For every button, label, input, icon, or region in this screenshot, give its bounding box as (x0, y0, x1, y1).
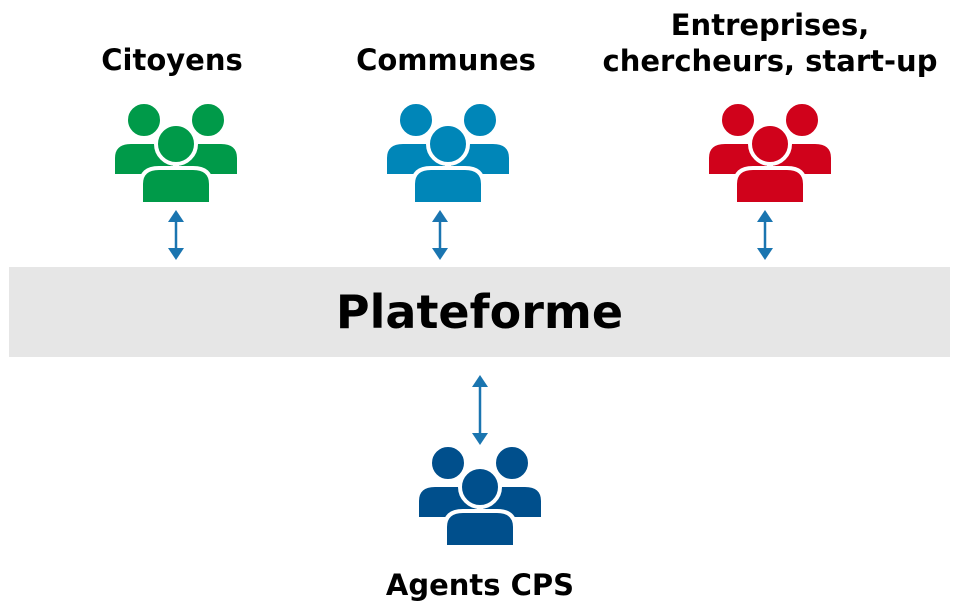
communes-people-icon (383, 100, 513, 206)
platform-bar: Plateforme (9, 267, 950, 357)
people-group-shape (383, 100, 513, 206)
people-group-shape (111, 100, 241, 206)
citoyens-arrow (168, 210, 184, 260)
agents-label: Agents CPS (385, 568, 575, 602)
agents-people-icon (415, 443, 545, 549)
entreprises-arrow (757, 210, 773, 260)
communes-arrow (432, 210, 448, 260)
entreprises-people-icon (705, 100, 835, 206)
citoyens-people-icon (111, 100, 241, 206)
people-group-shape (705, 100, 835, 206)
platform-label: Plateforme (335, 285, 624, 339)
communes-label: Communes (356, 43, 536, 77)
agents-arrow (472, 375, 488, 445)
entreprises-label: Entreprises, chercheurs, start-up (602, 8, 938, 78)
people-group-shape (415, 443, 545, 549)
citoyens-label: Citoyens (101, 43, 243, 77)
